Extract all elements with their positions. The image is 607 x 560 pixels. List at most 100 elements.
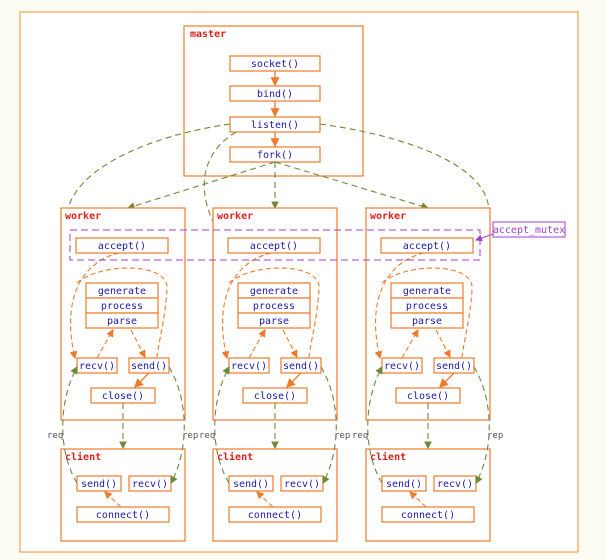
stack-label: generate (98, 286, 146, 297)
accept-node (75, 237, 169, 254)
accept-mutex-band (69, 229, 481, 261)
connect-to-send (256, 491, 274, 508)
stack-to-send (435, 329, 451, 358)
accept-mutex-pointer (475, 233, 494, 242)
client-title: client (65, 451, 101, 463)
client-recv-label: recv() (132, 479, 168, 490)
send-to-close (286, 372, 302, 388)
send-label: send() (131, 361, 167, 372)
client-send-label: send() (386, 479, 422, 490)
connect-label: connect() (248, 510, 302, 521)
connect-node (228, 506, 322, 523)
socket-label: socket() (251, 59, 299, 70)
send-label: send() (436, 361, 472, 372)
stack-loop (76, 267, 168, 358)
stack-label: generate (403, 286, 451, 297)
stack-loop (228, 267, 320, 358)
close-label: close() (102, 391, 144, 402)
master-title: master (190, 29, 226, 40)
recv-to-stack (248, 329, 266, 359)
close-label: close() (254, 391, 296, 402)
accept-mutex-label: accept_mutex (493, 225, 565, 236)
recv-label: recv() (231, 361, 267, 372)
rep-link (473, 366, 490, 484)
send-to-close (134, 372, 150, 388)
connect-to-send (104, 491, 122, 508)
stack-label: parse (259, 316, 289, 327)
client-title: client (370, 451, 406, 463)
stack-label: process (101, 301, 143, 312)
recv-to-stack (401, 329, 419, 359)
bind-label: bind() (257, 89, 293, 100)
listen-label: listen() (251, 120, 299, 131)
connect-node (381, 506, 475, 523)
req-label: req (199, 431, 215, 441)
client-box-1: client send() recv() connect() req rep (47, 366, 198, 542)
client-recv-label: recv() (437, 479, 473, 490)
accept-label: accept() (98, 241, 146, 252)
worker-title: worker (65, 211, 101, 222)
stack-to-send (282, 329, 298, 358)
listen-to-accept-3 (319, 123, 490, 247)
connect-node (76, 506, 170, 523)
rep-label: rep (182, 431, 198, 441)
fork-to-worker-1 (126, 161, 276, 210)
send-label: send() (283, 361, 319, 372)
stack-label: process (253, 301, 295, 312)
worker-box-3: worker accept() generate process parse recv()… (365, 207, 491, 450)
connect-label: connect() (96, 510, 150, 521)
accept-mutex-tag (492, 221, 566, 238)
req-label: req (47, 431, 63, 441)
client-title: client (217, 451, 253, 463)
rep-label: rep (487, 431, 503, 441)
worker-box-1: worker accept() generate process parse recv()… (60, 207, 186, 450)
accept-node (227, 237, 321, 254)
client-box-2: client send() recv() connect() req rep (199, 366, 350, 542)
stack-loop (381, 267, 473, 358)
connect-to-send (409, 491, 427, 508)
accept-label: accept() (250, 241, 298, 252)
client-send-node (228, 475, 274, 492)
accept-to-recv (221, 252, 272, 360)
client-send-label: send() (81, 479, 117, 490)
master-box: master socket() bind() listen() fork() (183, 25, 364, 177)
connect-label: connect() (401, 510, 455, 521)
accept-to-recv (69, 252, 120, 360)
stack-node (237, 312, 311, 329)
fork-to-worker-3 (274, 161, 430, 210)
stack-label: parse (107, 316, 137, 327)
worker-title: worker (217, 211, 253, 222)
stack-label: process (406, 301, 448, 312)
client-send-label: send() (233, 479, 269, 490)
recv-label: recv() (384, 361, 420, 372)
rep-label: rep (334, 431, 350, 441)
req-link (214, 366, 230, 484)
req-label: req (352, 431, 368, 441)
req-link (367, 366, 383, 484)
worker-box-2: worker accept() generate process parse recv()… (212, 207, 338, 450)
accept-label: accept() (403, 241, 451, 252)
listen-to-accept-1 (66, 123, 231, 247)
stack-label: generate (250, 286, 298, 297)
rep-link (168, 366, 185, 484)
client-send-node (381, 475, 427, 492)
stack-node (390, 312, 464, 329)
client-send-node (76, 475, 122, 492)
close-label: close() (407, 391, 449, 402)
fork-label: fork() (257, 150, 293, 161)
accept-to-recv (374, 252, 425, 360)
stack-to-send (130, 329, 146, 358)
stack-node (85, 312, 159, 329)
client-box-3: client send() recv() connect() req rep (352, 366, 503, 542)
client-recv-label: recv() (284, 479, 320, 490)
accept-node (380, 237, 474, 254)
recv-label: recv() (79, 361, 115, 372)
recv-to-stack (96, 329, 114, 359)
rep-link (320, 366, 337, 484)
worker-title: worker (370, 211, 406, 222)
req-link (62, 366, 78, 484)
stack-label: parse (412, 316, 442, 327)
send-to-close (439, 372, 455, 388)
